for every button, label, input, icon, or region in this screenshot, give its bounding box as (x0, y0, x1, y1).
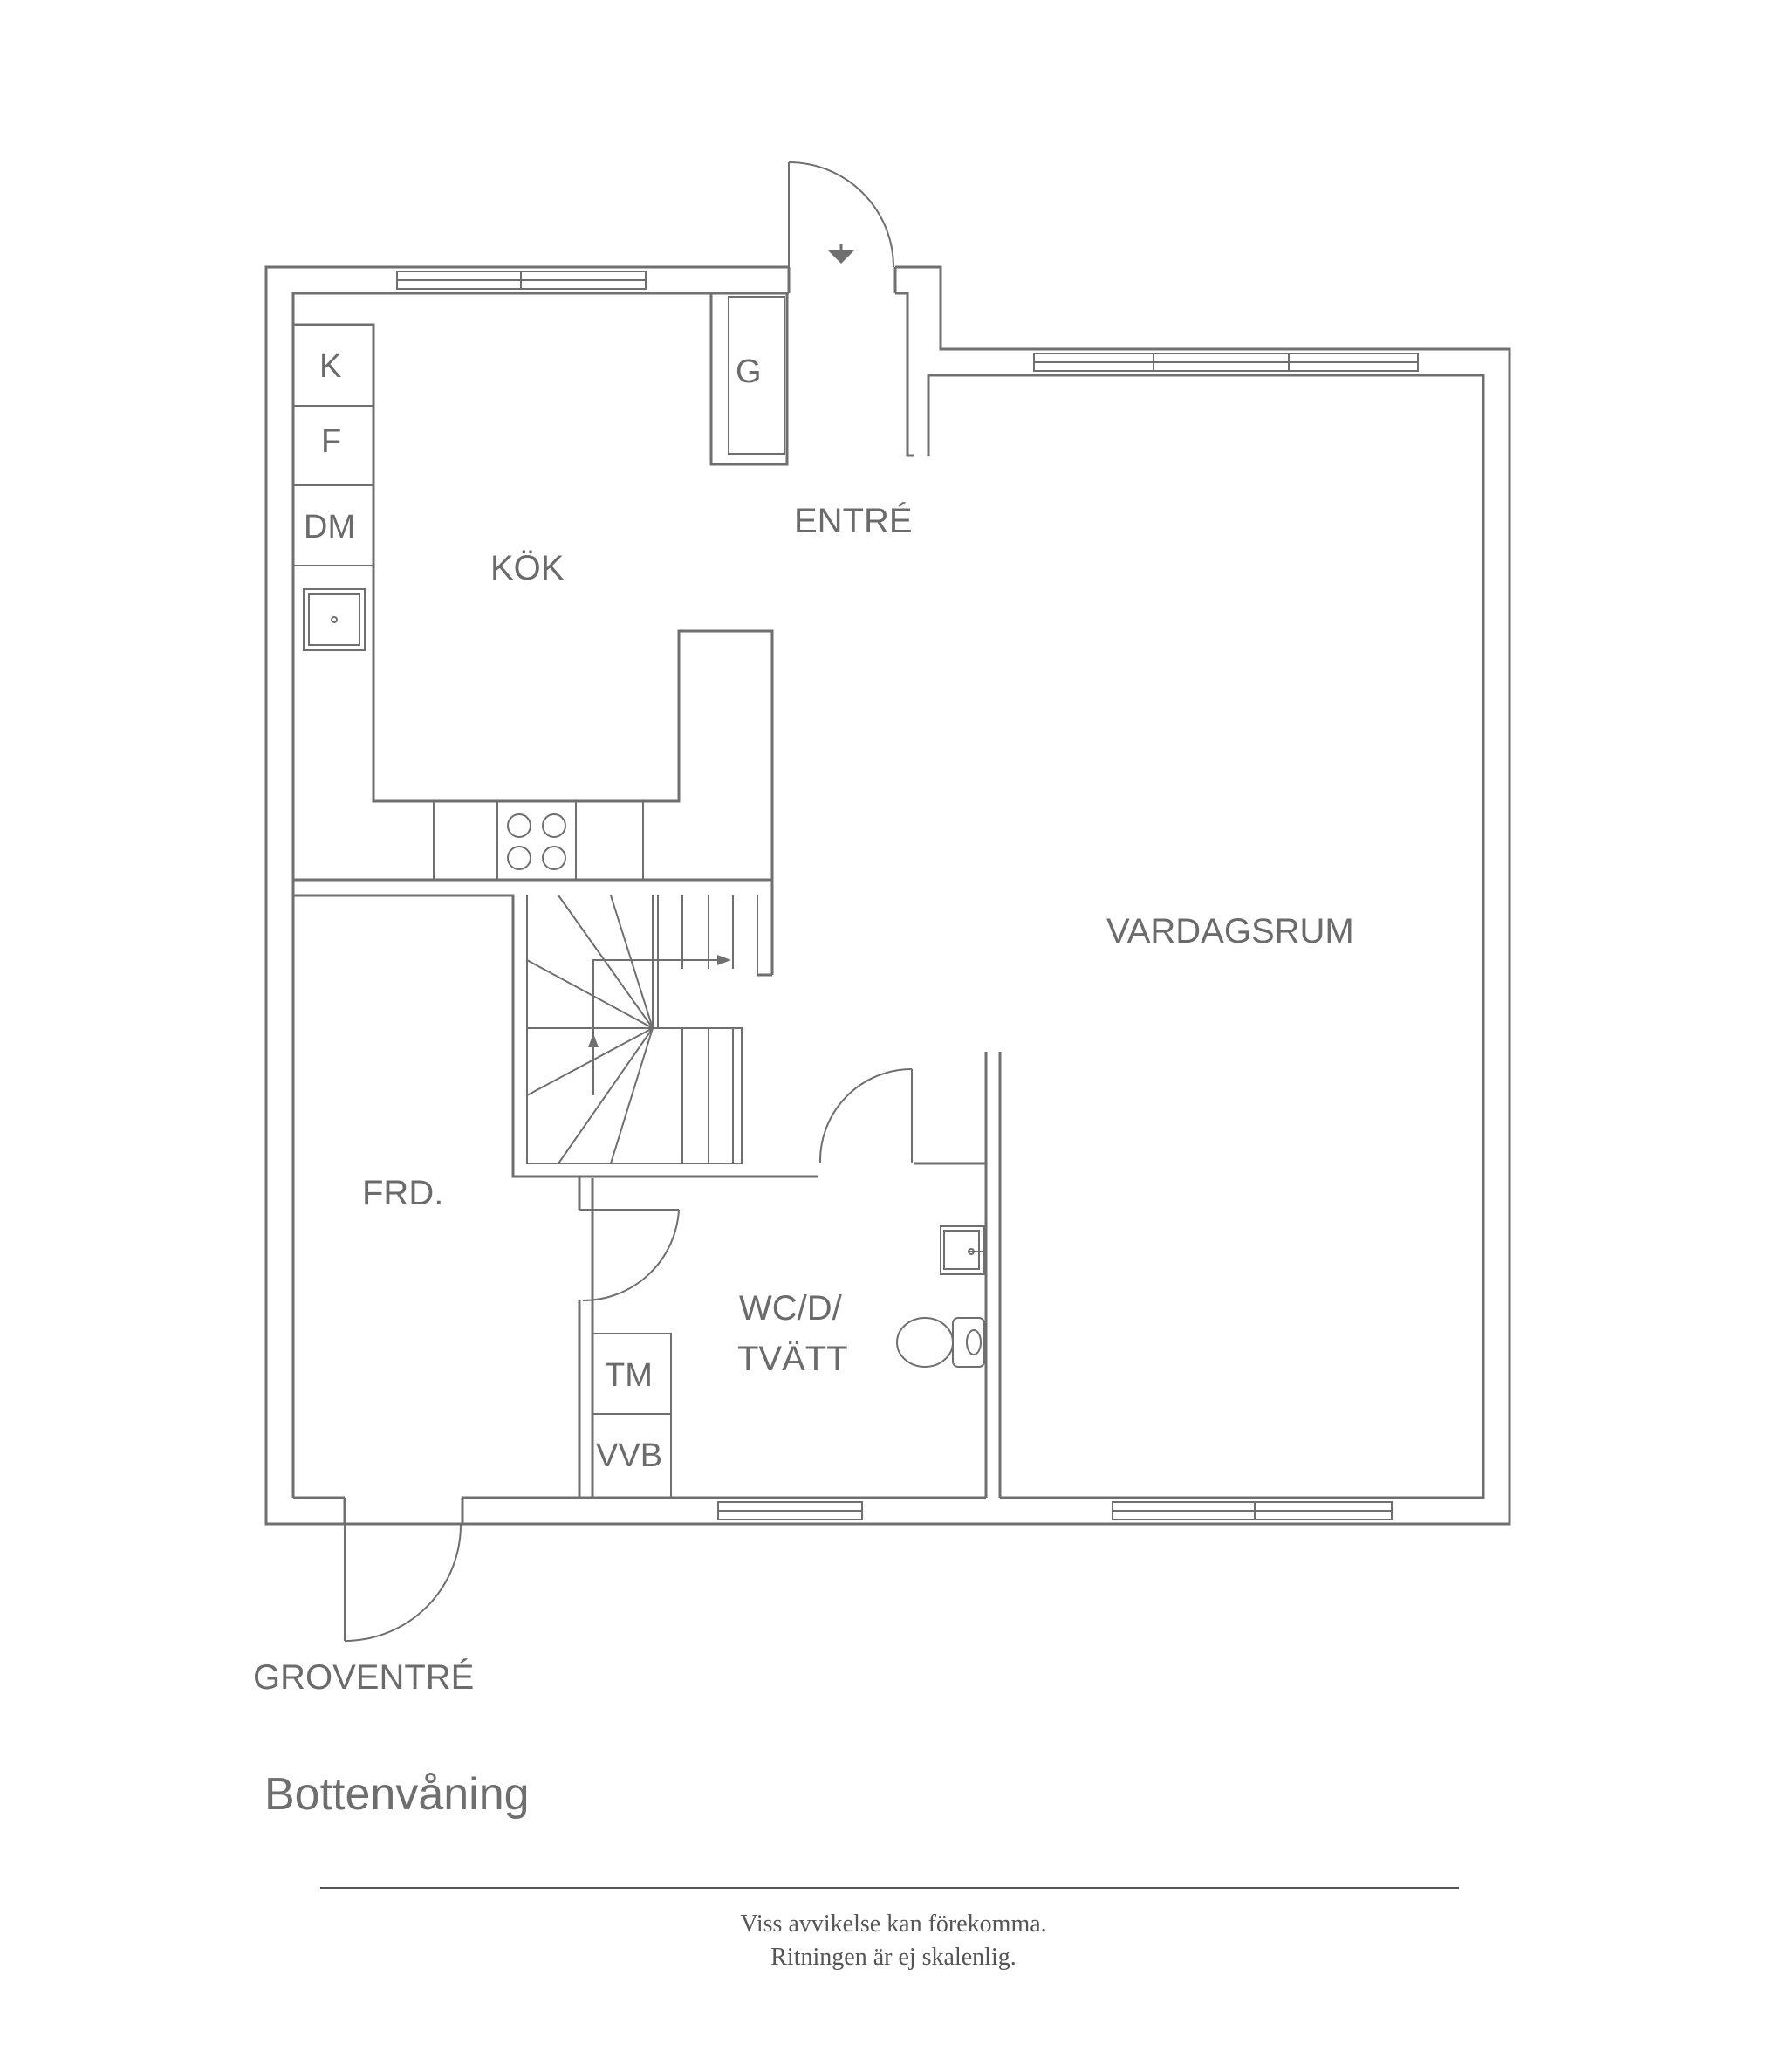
wardrobe-g (709, 293, 789, 466)
room-label-wc-line1: WC/D/ (739, 1289, 843, 1328)
room-label-vardagsrum: VARDAGSRUM (1106, 912, 1354, 950)
fixture-label-tm: TM (605, 1357, 653, 1394)
floor-title: Bottenvåning (264, 1769, 530, 1820)
interior-doors (344, 1068, 913, 1642)
disclaimer-line-2: Ritningen är ej skalenlig. (770, 1944, 1017, 1971)
fixture-label-dm: DM (304, 509, 355, 545)
inner-walls (293, 894, 1002, 1524)
divider (320, 1887, 1459, 1889)
fixture-label-k: K (319, 348, 341, 385)
room-label-groventre: GROVENTRÉ (253, 1657, 474, 1697)
wc-fixtures (592, 1225, 985, 1499)
disclaimer: Viss avvikelse kan förekomma. Ritningen … (0, 1908, 1787, 1974)
fixture-label-g: G (736, 353, 762, 390)
windows (396, 271, 1419, 1520)
disclaimer-line-1: Viss avvikelse kan förekomma. (740, 1911, 1047, 1938)
front-door (788, 161, 894, 268)
room-label-frd: FRD. (362, 1174, 443, 1212)
room-label-entre: ENTRÉ (794, 501, 913, 540)
fixture-label-f: F (321, 423, 341, 460)
staircase (526, 895, 758, 1164)
kitchen-counter (293, 323, 774, 975)
room-label-wc-line2: TVÄTT (737, 1340, 848, 1378)
room-label-kok: KÖK (490, 549, 565, 587)
fixture-label-vvb: VVB (596, 1437, 662, 1474)
exterior-walls (264, 265, 1511, 1526)
